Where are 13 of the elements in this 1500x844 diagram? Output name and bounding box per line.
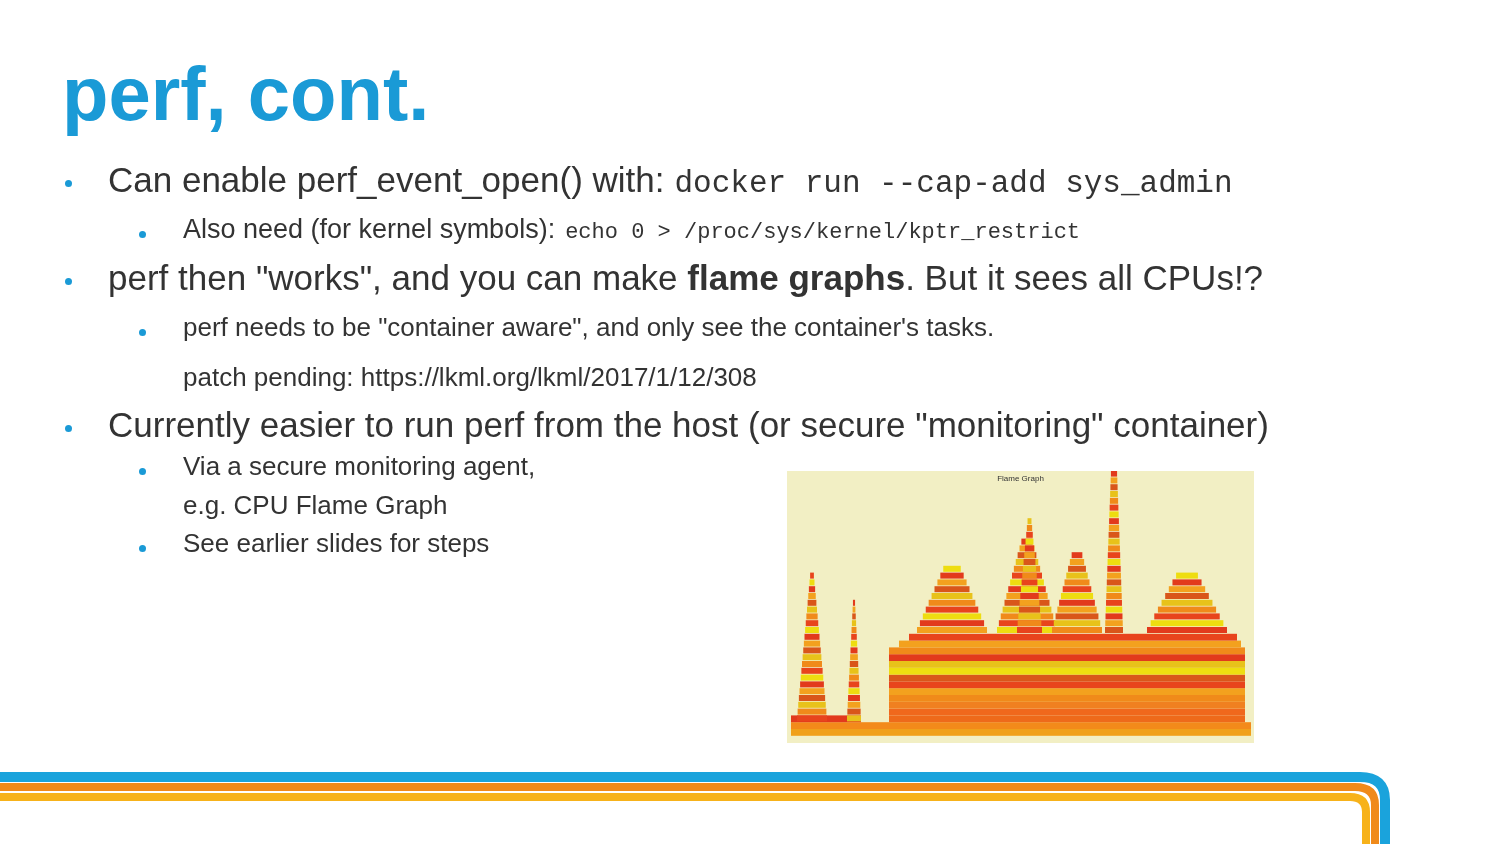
bullet-text: perf needs to be "container aware", and only see the container's tasks. [183, 312, 995, 343]
chart-title: Flame Graph [996, 474, 1045, 483]
bullet-text: Also need (for kernel symbols): [183, 214, 556, 245]
bullet-text: perf then "works", and you can make flame graphs. But it sees all CPUs!? [108, 258, 1264, 298]
bullet-text: Via a secure monitoring agent, [183, 451, 536, 482]
bullet-text: See earlier slides for steps [183, 528, 490, 559]
bullet-text: e.g. CPU Flame Graph [183, 490, 448, 521]
bullet-text: Currently easier to run perf from the host (or secure "monitoring" container) [108, 405, 1269, 445]
bullet-text: patch pending: https://lkml.org/lkml/2017/1/12/308 [183, 362, 757, 393]
code-text: docker run --cap-add sys_admin [674, 166, 1233, 201]
bullet-text: Can enable perf_event_open() with: [108, 160, 665, 200]
slide-title: perf, cont. [62, 50, 430, 137]
code-text: echo 0 > /proc/sys/kernel/kptr_restrict [565, 220, 1081, 245]
